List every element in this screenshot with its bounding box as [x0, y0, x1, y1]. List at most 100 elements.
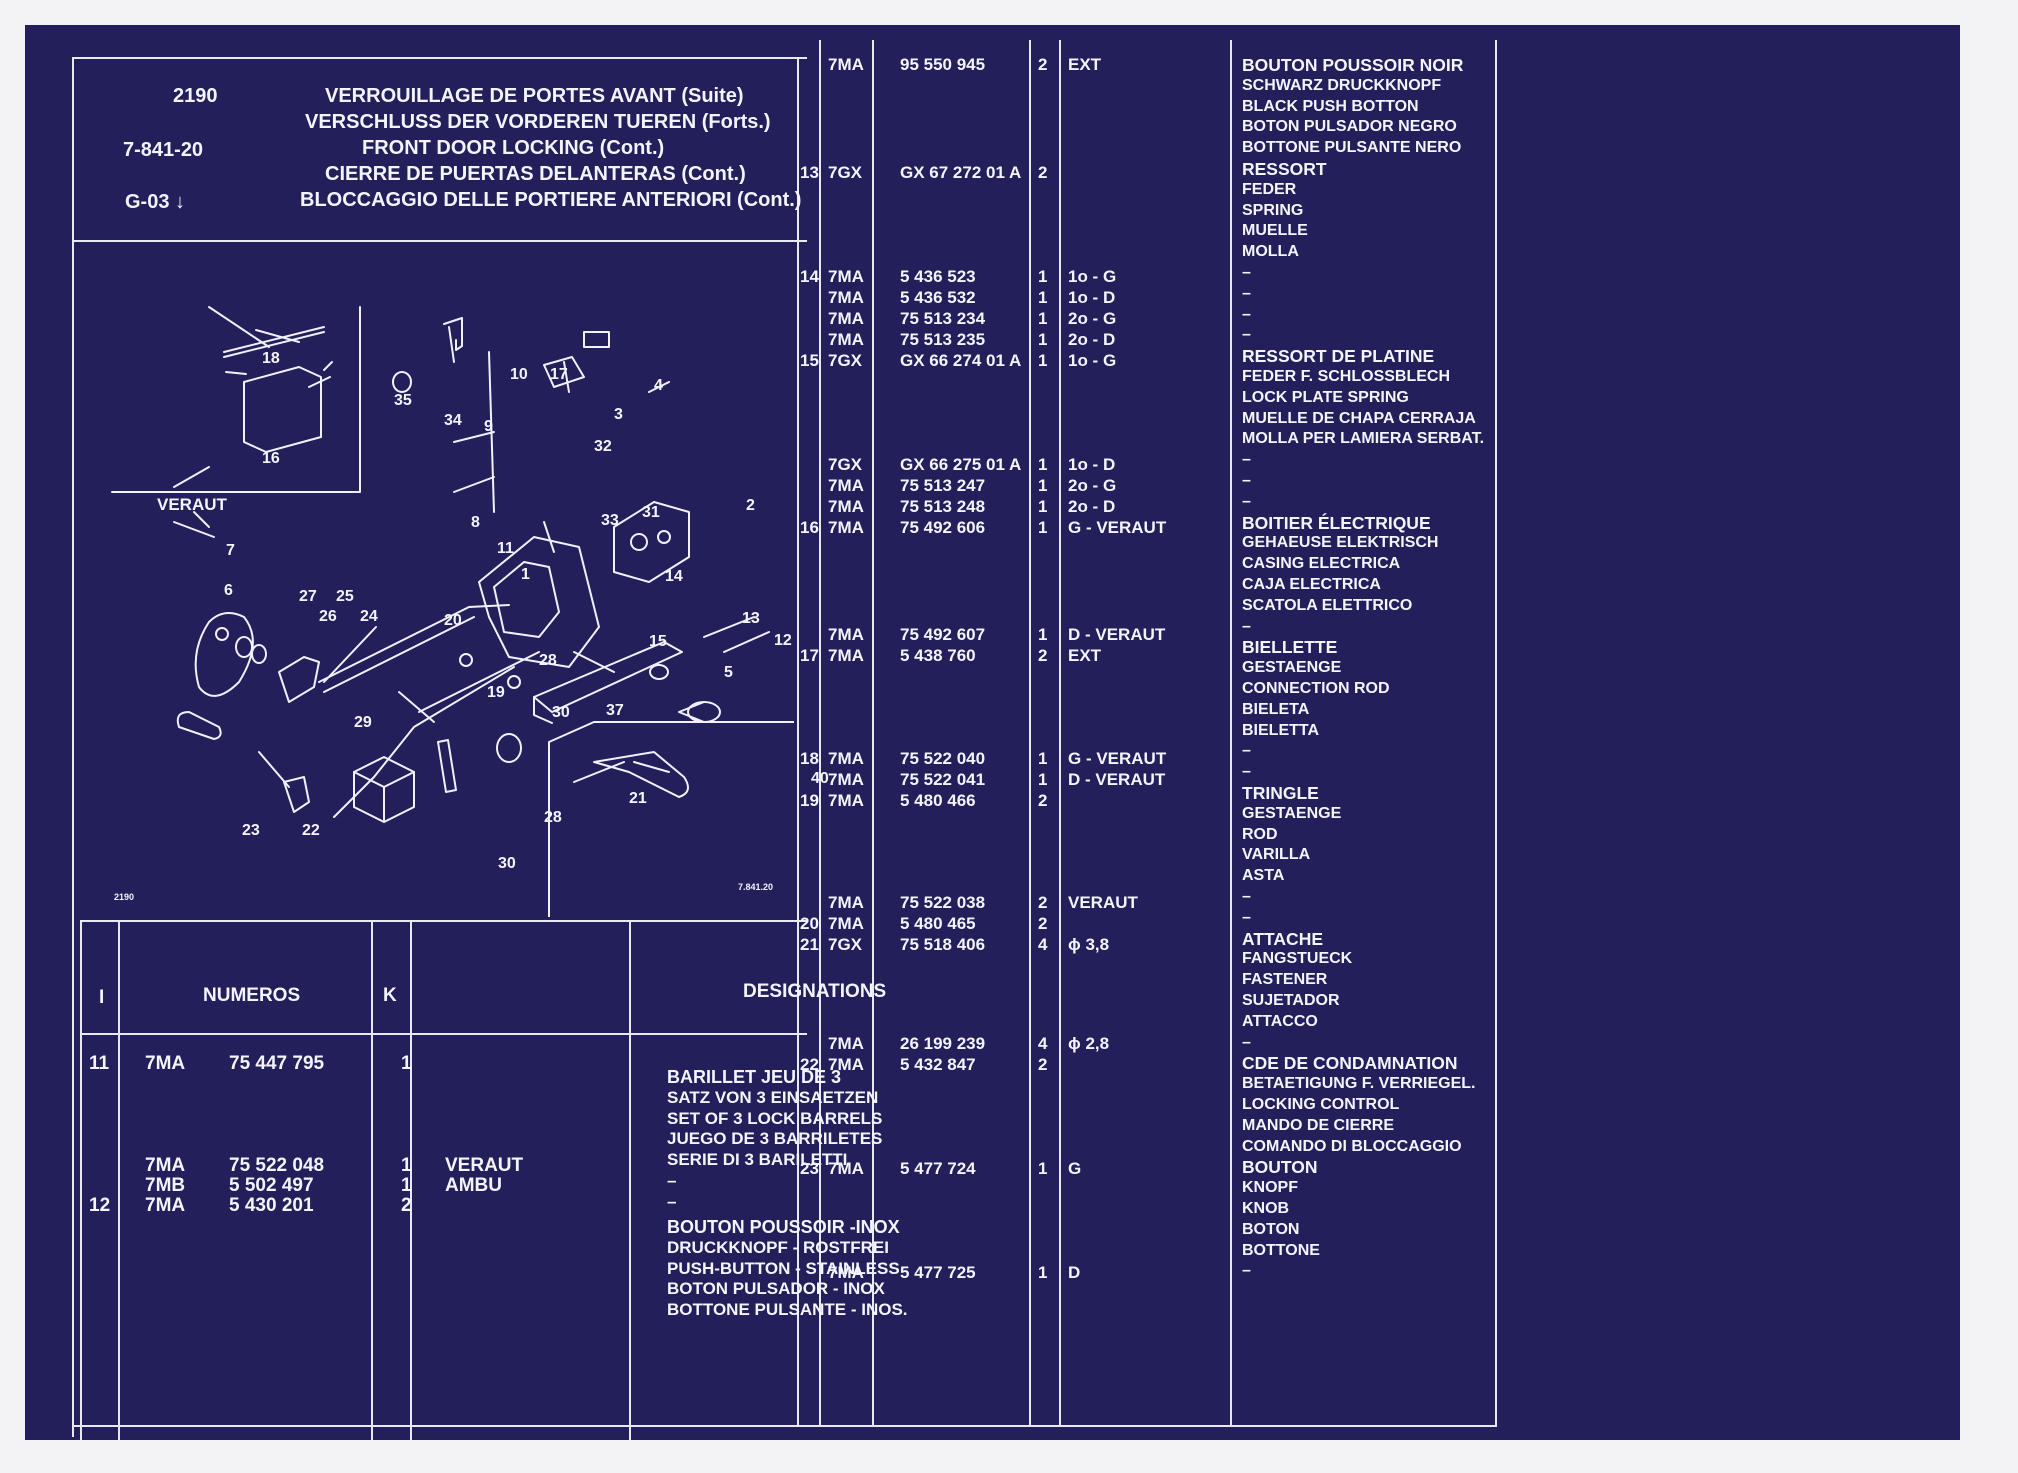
designation-line: LOCKING CONTROL: [1242, 1096, 1400, 1113]
row-prefix: 7MA: [828, 914, 864, 933]
section-ref: 7-841-20: [123, 139, 204, 161]
designation-line: FANGSTUECK: [1242, 950, 1353, 968]
row-qty: 2: [1038, 163, 1048, 182]
row-note: VERAUT: [445, 1155, 524, 1176]
row-index: 22: [800, 1055, 819, 1074]
designation-line: MUELLE: [1242, 222, 1308, 240]
row-qty: 1: [1038, 770, 1048, 789]
row-part-number: 75 522 048: [229, 1155, 325, 1176]
row-qty: 2: [1038, 893, 1048, 912]
row-note: ϕ 3,8: [1068, 935, 1110, 954]
callout-7: 7: [226, 542, 235, 559]
row-prefix: 7MA: [828, 55, 864, 74]
row-part-number: 5 432 847: [900, 1055, 976, 1074]
callout-20: 20: [444, 612, 462, 629]
row-prefix: 7GX: [828, 351, 863, 370]
row-prefix: 7MB: [145, 1175, 186, 1196]
row-part-number: 26 199 239: [900, 1034, 986, 1053]
row-prefix: 7MA: [145, 1155, 186, 1176]
row-prefix: 7MA: [828, 770, 864, 789]
row-note: 1o - D: [1068, 455, 1116, 474]
row-note: G - VERAUT: [1068, 749, 1167, 768]
row-prefix: 7MA: [828, 476, 864, 495]
callout-33: 32: [594, 438, 612, 455]
designation-line: –: [1242, 1262, 1251, 1280]
row-index: 19: [800, 791, 819, 810]
row-note: 2o - G: [1068, 476, 1117, 495]
row-prefix: 7MA: [828, 749, 864, 768]
row-qty: 1: [401, 1175, 412, 1196]
row-index: 17: [800, 646, 819, 665]
row-qty: 1: [1038, 749, 1048, 768]
callout-1: 1: [521, 566, 530, 583]
callout-29b: 29: [354, 714, 372, 731]
row-note: G - VERAUT: [1068, 518, 1167, 537]
row-part-number: 5 438 760: [900, 646, 976, 665]
callout-9: 9: [484, 418, 493, 435]
row-part-number: GX 67 272 01 A: [900, 163, 1022, 182]
callout-8: 8: [471, 514, 480, 531]
row-qty: 4: [1038, 1034, 1048, 1053]
callout-37: 37: [606, 702, 624, 719]
designation-line: PUSH-BUTTON - STAINLESS: [667, 1258, 900, 1278]
row-prefix: 7MA: [828, 267, 864, 286]
row-qty: 1: [1038, 351, 1048, 370]
callout-31: 30: [498, 855, 516, 872]
callout-22: 22: [302, 822, 320, 839]
designation-title: BARILLET JEU DE 3: [667, 1067, 842, 1087]
designation-line: GESTAENGE: [1242, 804, 1342, 822]
row-qty: 2: [401, 1195, 412, 1216]
designation-title: RESSORT DE PLATINE: [1242, 346, 1435, 367]
designation-line: –: [667, 1171, 677, 1190]
designation-line: CONNECTION ROD: [1242, 680, 1390, 697]
row-index: 14: [800, 267, 819, 286]
designation-title: CDE DE CONDAMNATION: [1242, 1053, 1458, 1074]
row-part-number: 75 513 247: [900, 476, 986, 495]
designation-line: SUJETADOR: [1242, 992, 1340, 1009]
row-index: 23: [800, 1159, 819, 1178]
row-index: 21: [800, 935, 819, 954]
callout-3: 3: [614, 406, 623, 423]
row-qty: 2: [1038, 791, 1048, 810]
designation-line: BLACK PUSH BOTTON: [1242, 97, 1419, 115]
row-part-number: 75 513 234: [900, 309, 986, 328]
callout-32: 31: [642, 504, 660, 521]
designation-line: GEHAEUSE ELEKTRISCH: [1242, 534, 1439, 552]
callout-13: 13: [742, 610, 760, 627]
row-qty: 1: [1038, 267, 1048, 286]
designation-line: SCHWARZ DRUCKKNOPF: [1242, 76, 1442, 94]
row-part-number: 75 522 038: [900, 893, 986, 912]
row-qty: 1: [1038, 476, 1048, 495]
row-prefix: 7MA: [828, 625, 864, 644]
designation-line: BOTON: [1242, 1220, 1300, 1238]
designation-line: MOLLA PER LAMIERA SERBAT.: [1242, 430, 1485, 448]
designation-line: –: [1242, 305, 1251, 323]
callout-21: 21: [629, 790, 647, 807]
exploded-diagram: 18 35 34 16 VERAUT 10 17 9 3 4 32 2 8 11…: [74, 242, 829, 917]
row-part-number: 75 513 248: [900, 497, 986, 516]
designation-line: –: [1242, 908, 1251, 926]
designation-line: ATTACCO: [1242, 1012, 1318, 1030]
row-part-number: 75 522 041: [900, 770, 986, 789]
callout-18: 18: [262, 350, 280, 367]
row-index: 15: [800, 351, 819, 370]
designation-line: BIELETTA: [1242, 721, 1320, 739]
row-note: 2o - D: [1068, 330, 1116, 349]
designation-line: CAJA ELECTRICA: [1242, 576, 1381, 593]
row-prefix: 7MA: [828, 1159, 864, 1178]
designation-line: ASTA: [1242, 867, 1285, 885]
row-prefix: 7MA: [828, 1034, 864, 1053]
callout-30: 30: [552, 704, 570, 721]
row-part-number: 95 550 945: [900, 55, 986, 74]
title-en: FRONT DOOR LOCKING (Cont.): [362, 137, 665, 159]
row-prefix: 7GX: [828, 163, 863, 182]
designation-line: SET OF 3 LOCK BARRELS: [667, 1108, 883, 1128]
designation-line: BOTON PULSADOR - INOX: [667, 1279, 885, 1299]
designation-line: BOTON PULSADOR NEGRO: [1242, 118, 1457, 136]
row-prefix: 7MA: [828, 791, 864, 810]
row-note: G: [1068, 1159, 1082, 1178]
col-header-numeros: NUMEROS: [203, 985, 301, 1006]
row-index: 11: [89, 1053, 110, 1074]
designation-title: BOUTON POUSSOIR NOIR: [1242, 55, 1464, 75]
designation-title: BOITIER ÉLECTRIQUE: [1242, 512, 1431, 533]
